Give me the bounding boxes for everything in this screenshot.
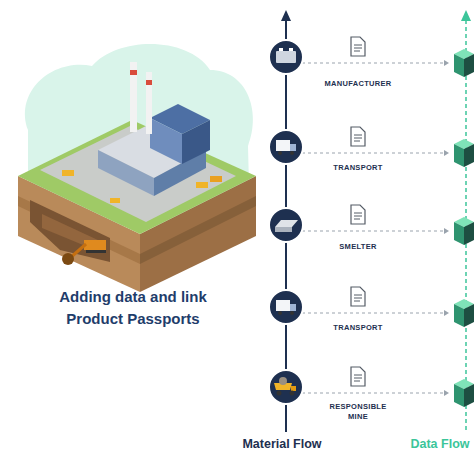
- factory-hall-wall: [182, 120, 210, 164]
- stage-label: TRANSPORT: [313, 323, 403, 332]
- data-link-line: [302, 153, 444, 154]
- document-line: [354, 219, 360, 220]
- truck-wheel: [278, 151, 282, 155]
- data-link-line: [302, 313, 444, 314]
- stage-circle: [269, 40, 303, 74]
- axis-label: Material Flow: [222, 437, 342, 451]
- axis-label: Data Flow: [405, 437, 474, 451]
- stage-label: RESPONSIBLE MINE: [326, 402, 390, 422]
- data-link-arrowhead: [444, 150, 449, 156]
- stage-circle: [269, 370, 303, 404]
- chimney: [130, 62, 137, 132]
- data-link-line: [302, 393, 444, 394]
- mine-factory-illustration: [18, 44, 256, 292]
- truck-wheel: [278, 311, 282, 315]
- factory: [98, 62, 210, 196]
- truck-cab: [290, 304, 296, 311]
- data-server-side: [454, 54, 464, 77]
- document-line: [354, 375, 362, 376]
- stage-row: [269, 287, 474, 327]
- data-server-side: [454, 222, 464, 245]
- document-line: [354, 138, 362, 139]
- factory-hall-wall: [150, 118, 182, 164]
- truck: [110, 198, 120, 203]
- yard-trucks: [62, 170, 222, 203]
- document-icon: [351, 205, 365, 224]
- stage-rows: [269, 37, 474, 407]
- data-server-side: [454, 144, 464, 167]
- truck: [196, 182, 208, 188]
- data-link-arrowhead: [444, 390, 449, 396]
- bucket-wheel-excavator: [62, 240, 106, 265]
- open-pit: [30, 200, 110, 262]
- data-link-arrowhead: [444, 310, 449, 316]
- data-server-side: [464, 384, 474, 407]
- data-server-side: [454, 304, 464, 327]
- stage-row: [269, 127, 474, 167]
- data-link-line: [302, 63, 444, 64]
- document-line: [354, 378, 362, 379]
- document-icon: [351, 287, 365, 306]
- document-line: [354, 141, 360, 142]
- data-link-arrowhead: [444, 228, 449, 234]
- chimney-stripe: [130, 70, 137, 75]
- excavator-track: [86, 250, 106, 253]
- dump-truck-wheel: [290, 391, 295, 396]
- battery-terminal: [289, 48, 293, 51]
- battery-terminal: [279, 48, 283, 51]
- axis-arrowhead: [461, 10, 471, 21]
- stage-label: TRANSPORT: [313, 163, 403, 172]
- document-line: [354, 381, 360, 382]
- truck-cab: [290, 144, 296, 151]
- chimney: [146, 72, 152, 134]
- document-line: [354, 298, 362, 299]
- excavator-wheel: [62, 253, 74, 265]
- data-server-side: [454, 384, 464, 407]
- data-server-side: [464, 54, 474, 77]
- diagram-title: Adding data and link Product Passports: [33, 286, 233, 330]
- data-server-side: [464, 304, 474, 327]
- ore-load: [279, 377, 287, 385]
- truck-cargo: [276, 300, 290, 311]
- ingot-side: [275, 227, 292, 232]
- data-server-side: [464, 144, 474, 167]
- battery-icon: [276, 51, 296, 63]
- data-link-line: [302, 231, 444, 232]
- axis-arrowhead: [281, 10, 291, 21]
- stage-row: [269, 367, 474, 407]
- dump-truck-wheel: [277, 391, 282, 396]
- ingot-top: [275, 220, 298, 227]
- truck-wheel: [290, 151, 294, 155]
- chimney-stripe: [146, 80, 152, 85]
- truck-cargo: [276, 140, 290, 151]
- document-line: [354, 45, 362, 46]
- stage-circle: [269, 208, 303, 242]
- document-line: [354, 295, 362, 296]
- stage-row: [269, 205, 474, 245]
- truck: [62, 170, 74, 176]
- truck-wheel: [290, 311, 294, 315]
- data-link-arrowhead: [444, 60, 449, 66]
- document-line: [354, 51, 360, 52]
- stage-circle: [269, 290, 303, 324]
- document-line: [354, 216, 362, 217]
- stage-label: SMELTER: [313, 242, 403, 251]
- document-icon: [351, 367, 365, 386]
- data-server-side: [464, 222, 474, 245]
- stage-row: [269, 37, 474, 77]
- excavator-body: [84, 240, 106, 250]
- document-line: [354, 48, 362, 49]
- document-line: [354, 135, 362, 136]
- document-icon: [351, 37, 365, 56]
- stage-label: MANUFACTURER: [313, 79, 403, 88]
- factory-wall: [98, 150, 154, 196]
- truck: [210, 176, 222, 182]
- document-line: [354, 301, 360, 302]
- dump-truck-cab: [291, 386, 296, 391]
- stage-circle: [269, 130, 303, 164]
- document-icon: [351, 127, 365, 146]
- document-line: [354, 213, 362, 214]
